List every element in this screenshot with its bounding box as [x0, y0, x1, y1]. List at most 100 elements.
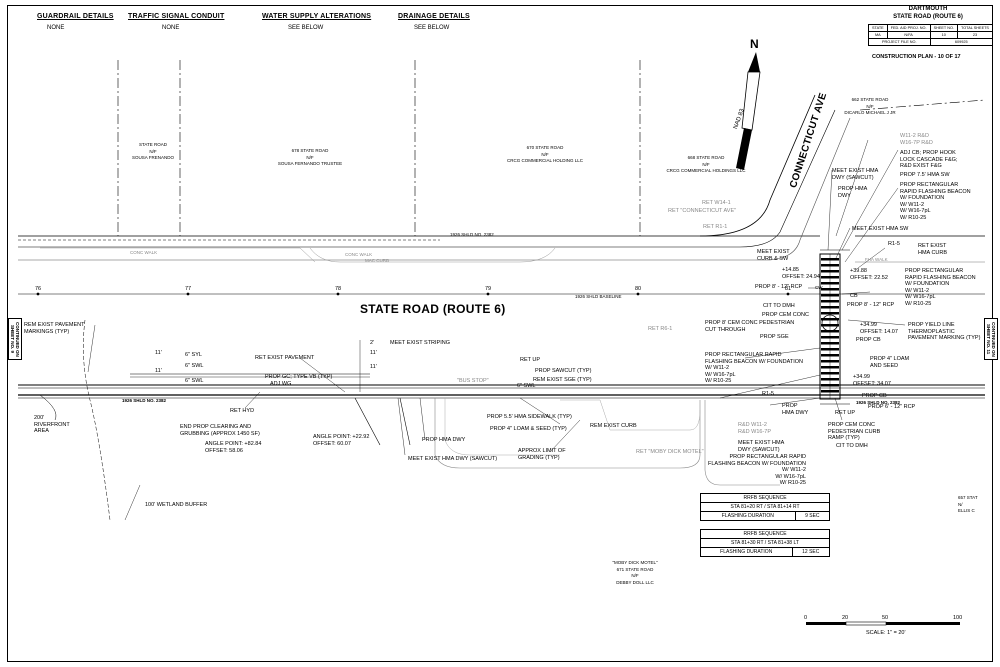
- note-prop-rcp3: PROP 6' - 12" RCP: [868, 404, 916, 410]
- crosswalk-bar: [821, 384, 839, 387]
- note-prop-cb1: PROP CB: [856, 337, 881, 343]
- shld-baseline-label: 1926 SHLD BASELINE: [575, 294, 622, 299]
- station-label: 80: [635, 286, 642, 292]
- crosswalk-bar: [821, 348, 839, 351]
- note-prop-sw: PROP 7.5' HMA SW: [900, 172, 950, 178]
- town-name: DARTMOUTH: [908, 6, 948, 12]
- scale-bar: [806, 621, 960, 626]
- crosswalk-bar: [821, 342, 839, 345]
- rrfb-label: FLASHING DURATION: [700, 547, 793, 557]
- rrfb-table: RRFB SEQUENCE STA 81+20 RT / STA 81+14 R…: [700, 493, 831, 521]
- note-loam1: PROP 4" LOAM & SEED (TYP): [490, 426, 567, 432]
- note-swl3: 6" SWL: [517, 383, 536, 389]
- tb-h-fed: FED. AID PROJ. NO.: [886, 24, 931, 32]
- dim-a: 11': [155, 350, 162, 356]
- note-r15a: R1-5: [888, 241, 900, 247]
- note-cit-dmh: CIT TO DMH: [763, 303, 795, 309]
- shld-label-bottom: 1926 SHLD NO. 2382: [122, 398, 167, 403]
- rrfb-sta: STA 81+20 RT / STA 81+14 RT: [700, 502, 830, 512]
- rrfb-title: RRFB SEQUENCE: [700, 493, 830, 503]
- note-prop-cb2: PROP CB: [862, 393, 887, 399]
- crosswalk-bar: [821, 324, 839, 327]
- crosswalk-bar: [821, 300, 839, 303]
- note-rem-curb: REM EXIST CURB: [590, 423, 637, 429]
- crosswalk-bar: [821, 372, 839, 375]
- crosswalk-bar: [821, 288, 839, 291]
- station-label: 77: [185, 286, 192, 292]
- note-r15b: R1-5: [762, 391, 774, 397]
- main-street-label: STATE ROAD (ROUTE 6): [360, 302, 506, 316]
- crosswalk-bar: [821, 366, 839, 369]
- scale-tick: 20: [842, 615, 849, 621]
- conc-walk-label: CONC WALK: [130, 250, 158, 255]
- crosswalk-bar: [821, 330, 839, 333]
- water-value: SEE BELOW: [288, 25, 324, 31]
- crosswalk-bar: [821, 318, 839, 321]
- note-prop-sge: PROP SGE: [760, 334, 789, 340]
- tb-proj-no: 609925: [929, 38, 993, 46]
- dim-b: 11': [155, 368, 162, 374]
- ret-r6-label: RET R6-1: [648, 326, 673, 332]
- mac-curb-label: MAC CURB: [365, 258, 390, 263]
- shld-label-top: 1926 SHLD NO. 2382: [450, 232, 494, 237]
- note-ret-exist-pave: RET EXIST PAVEMENT: [255, 355, 315, 361]
- ret-moby-label: RET "MOBY DICK MOTEL": [636, 449, 704, 455]
- scale-tick: 100: [953, 615, 963, 621]
- north-label: N: [750, 37, 759, 51]
- tb-v-total: 23: [956, 31, 993, 39]
- note-ret-up: RET UP: [520, 357, 541, 363]
- crosswalk-bar: [821, 360, 839, 363]
- dim-d: 2': [370, 340, 375, 346]
- tb-v-fed: N/FA: [886, 31, 931, 39]
- drainage-value: SEE BELOW: [414, 25, 450, 31]
- guardrail-value: NONE: [47, 25, 65, 31]
- note-prop-hma-dwy: PROP HMA DWY: [422, 437, 466, 443]
- scale-tick: 50: [882, 615, 889, 621]
- ret-conn-label: RET "CONNECTICUT AVE": [668, 208, 737, 214]
- station-label: 76: [35, 286, 42, 292]
- match-line-right: CONTINUED ON SHEET NO. 11: [984, 318, 998, 360]
- rrfb-label: FLASHING DURATION: [700, 511, 796, 521]
- crosswalk-bar: [821, 294, 839, 297]
- note-swl2: 6" SWL: [185, 378, 204, 384]
- note-meet-striping: MEET EXIST STRIPING: [390, 340, 451, 346]
- north-arrow-icon: [736, 52, 761, 170]
- note-prop-rcp1: PROP 8' - 12" RCP: [755, 284, 803, 290]
- station-label: 81: [785, 286, 792, 292]
- guardrail-header: GUARDRAIL DETAILS: [37, 13, 114, 20]
- rrfb-title: RRFB SEQUENCE: [700, 529, 830, 539]
- crosswalk-bar: [821, 354, 839, 357]
- note-rem-sge: REM EXIST SGE (TYP): [533, 377, 592, 383]
- crosswalk-bar: [821, 306, 839, 309]
- scale-label: SCALE: 1" = 20': [866, 630, 906, 636]
- rrfb-value: 9 SEC: [794, 511, 831, 521]
- shld-label-right: 1926 SHLD NO. 2382: [856, 400, 901, 405]
- note-ret-hyd: RET HYD: [230, 408, 255, 414]
- fha-walk-label: FHA WALK: [865, 257, 888, 262]
- signal-value: NONE: [162, 25, 180, 31]
- station-label: 78: [335, 286, 342, 292]
